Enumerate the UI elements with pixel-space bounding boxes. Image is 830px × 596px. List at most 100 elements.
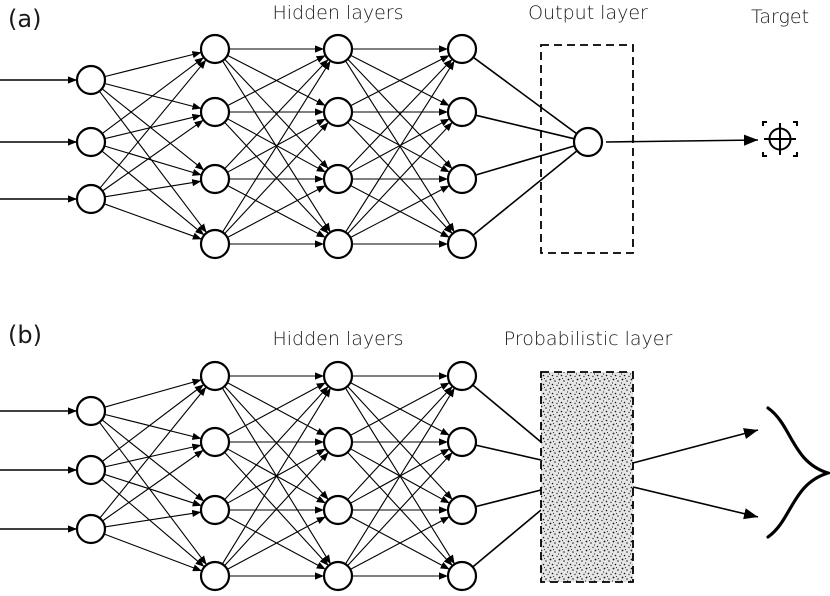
hidden-neuron [322,560,354,592]
hidden-neuron [446,33,478,65]
output-layer-label: Output layer [528,2,648,24]
hidden-neuron [199,33,231,65]
connection-arrow [104,179,202,198]
panel-b-label: (b) [8,321,42,349]
connection-arrow [98,421,208,566]
connections [0,45,578,248]
hidden-neuron [199,96,231,128]
connection-arrow [101,56,205,135]
hidden-neuron [199,426,231,458]
hidden-neuron [446,96,478,128]
output-connection [472,150,578,236]
neurons [75,33,604,260]
target-label: Target [751,6,809,28]
hidden-neuron [199,163,231,195]
connection-arrow [102,119,204,192]
connection-arrow [227,516,326,570]
output-connection [472,56,578,135]
connection-arrow [103,533,203,572]
connections [0,372,542,580]
connection-arrow [347,121,453,235]
connection-arrow [350,516,450,570]
panel-b: (b) Hidden layers Probabilistic layer [0,321,830,592]
input-neuron [75,64,107,96]
connection-arrow [101,478,205,568]
hidden-neuron [199,360,231,392]
connection-arrow [344,387,456,565]
hidden-neuron [199,560,231,592]
probabilistic-connection [472,384,542,443]
output-connection [475,145,575,176]
hidden-neuron [322,228,354,260]
connection-arrow [104,413,202,440]
connection-arrow [224,58,329,170]
input-neuron [75,513,107,545]
connection-arrow [347,58,453,170]
connection-arrow [101,419,205,502]
connection-arrow [104,378,202,408]
connection-arrow [104,203,202,240]
connection-arrow [350,382,450,436]
probabilistic-layer-label: Probabilistic layer [504,328,673,350]
connection-arrow [104,509,202,528]
hidden-layers-label: Hidden layers [272,2,403,24]
input-neuron [75,395,107,427]
neurons [75,360,478,592]
connection-arrow [104,443,202,468]
connection-arrow [102,449,204,522]
connection-arrow [347,451,453,567]
connection-arrow [104,473,202,507]
hidden-neuron [446,163,478,195]
connection-arrow [104,145,202,176]
hidden-neuron [446,228,478,260]
connection-arrow [104,113,202,140]
output-arrow-lower [632,486,759,520]
output-neuron [572,126,604,158]
output-connection [475,114,575,140]
connection-arrow [345,60,455,233]
connection-arrow [104,51,202,78]
prediction-arrow [605,134,759,146]
connection-arrow [224,121,329,235]
input-neuron [75,454,107,486]
input-neuron [75,183,107,215]
hidden-neuron [446,360,478,392]
connection-arrow [350,185,450,238]
connection-arrow [101,384,205,462]
hidden-neuron [322,33,354,65]
connection-arrow [221,387,332,565]
connection-arrow [224,451,329,567]
probabilistic-layer-box [540,371,634,583]
hidden-neuron [199,494,231,526]
connection-arrow [99,59,207,189]
hidden-neuron [322,494,354,526]
hidden-neuron [322,360,354,392]
gaussian-distribution-icon [766,406,830,539]
connection-arrow [347,385,453,501]
probabilistic-connection [475,444,542,461]
output-arrow-upper [632,428,759,464]
connection-arrow [99,386,207,519]
connection-arrow [98,90,208,234]
crosshair-target-icon [762,121,798,157]
probabilistic-connection [472,509,542,568]
probabilistic-connection [475,489,542,508]
hidden-neuron [322,96,354,128]
hidden-neuron [446,494,478,526]
panel-a: (a) Hidden layers Output layer Target [0,2,809,260]
connection-arrow [227,185,326,238]
hidden-neuron [322,426,354,458]
connection-arrow [227,54,326,107]
input-neuron [75,126,107,158]
connection-arrow [101,150,205,236]
hidden-layers-label: Hidden layers [272,328,403,350]
hidden-neuron [322,163,354,195]
connection-arrow [350,54,450,107]
hidden-neuron [446,426,478,458]
hidden-neuron [446,560,478,592]
panel-a-label: (a) [8,5,41,33]
connection-arrow [101,88,205,171]
connection-arrow [227,382,326,436]
connection-arrow [224,385,329,501]
